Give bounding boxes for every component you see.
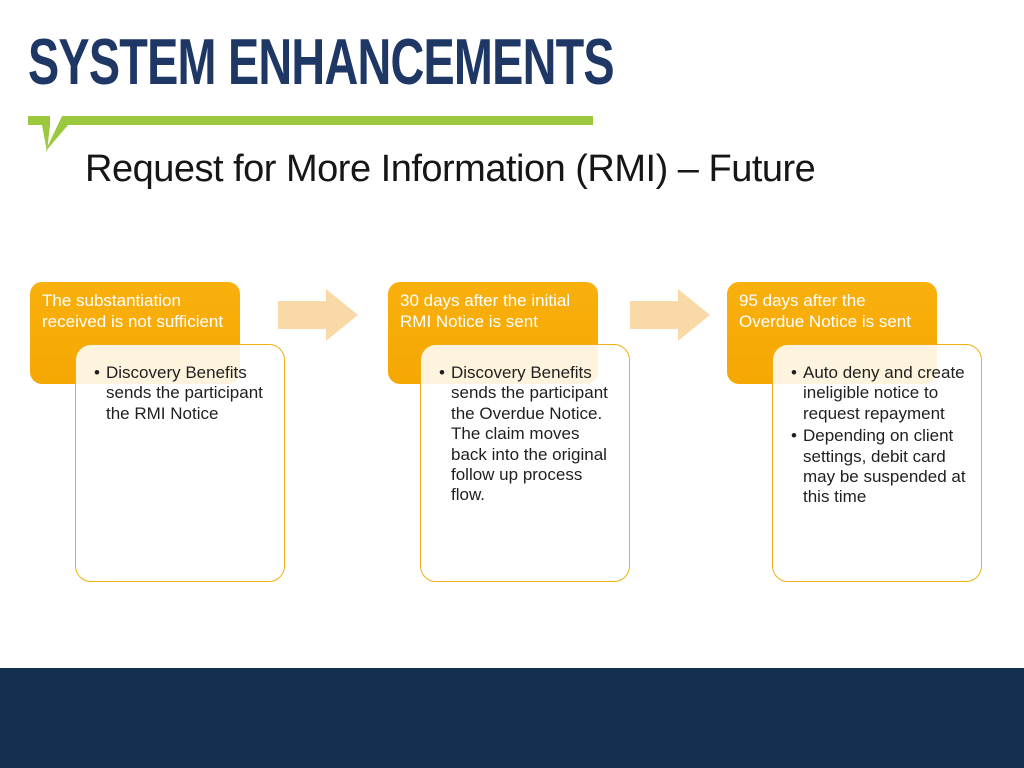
bullet-list: • Discovery Benefits sends the participa… bbox=[94, 363, 272, 424]
bullet-icon: • bbox=[439, 363, 445, 382]
flow-step-3-card: • Auto deny and create ineligible notice… bbox=[772, 344, 982, 582]
bullet-list: • Auto deny and create ineligible notice… bbox=[791, 363, 969, 508]
footer-bar: Discovery Benefits® simplify.™ bbox=[0, 668, 1024, 768]
bullet-icon: • bbox=[791, 426, 797, 446]
list-item: • Auto deny and create ineligible notice… bbox=[791, 363, 969, 424]
bullet-text: Auto deny and create ineligible notice t… bbox=[803, 363, 965, 423]
list-item: • Discovery Benefits sends the participa… bbox=[94, 363, 272, 424]
arrow-right-icon bbox=[278, 289, 358, 341]
list-item: • Depending on client settings, debit ca… bbox=[791, 426, 969, 508]
title-underline-check-icon bbox=[28, 116, 593, 152]
list-item: • Discovery Benefits sends the participa… bbox=[439, 363, 617, 506]
flow-step-1-card: • Discovery Benefits sends the participa… bbox=[75, 344, 285, 582]
bullet-text: Discovery Benefits sends the participant… bbox=[451, 363, 608, 505]
slide-subtitle: Request for More Information (RMI) – Fut… bbox=[85, 148, 816, 190]
page-title: SYSTEM ENHANCEMENTS bbox=[28, 25, 615, 99]
bullet-list: • Discovery Benefits sends the participa… bbox=[439, 363, 617, 506]
bullet-text: Depending on client settings, debit card… bbox=[803, 426, 966, 507]
bullet-icon: • bbox=[94, 363, 100, 382]
arrow-right-icon bbox=[630, 289, 710, 341]
bullet-icon: • bbox=[791, 363, 797, 382]
flow-step-2-card: • Discovery Benefits sends the participa… bbox=[420, 344, 630, 582]
bullet-text: Discovery Benefits sends the participant… bbox=[106, 363, 263, 423]
